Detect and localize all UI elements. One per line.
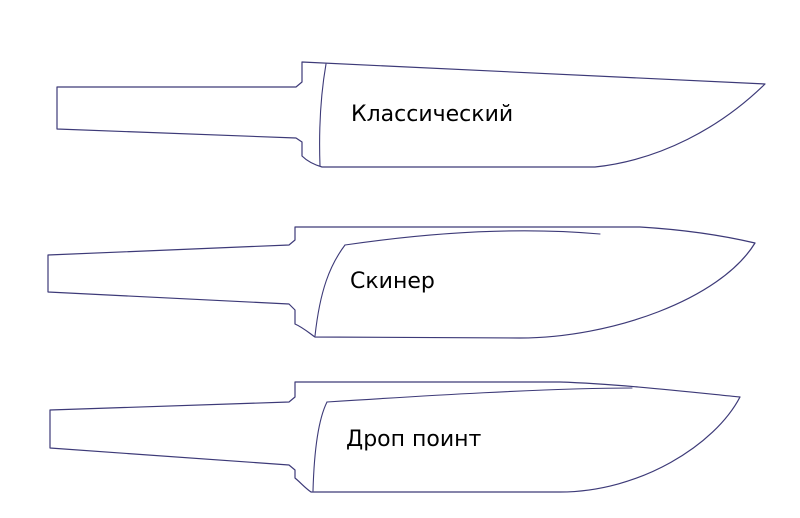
knife-skinner — [47, 226, 756, 339]
knife-classic — [56, 61, 766, 168]
knife-skinner-outline — [47, 226, 756, 339]
knife-skinner-spine-line — [344, 230, 601, 246]
knife-classic-bolster-line — [319, 63, 327, 167]
knife-drop-point-spine-line — [326, 387, 633, 403]
knife-skinner-label: Скинер — [350, 269, 435, 294]
knife-drop-point-label: Дроп поинт — [346, 427, 482, 452]
knife-drop-point — [49, 381, 741, 493]
knife-drop-point-outline — [49, 381, 741, 493]
knife-classic-outline — [56, 61, 766, 168]
knife-skinner-bolster-line — [314, 244, 346, 337]
knife-classic-label: Классический — [351, 102, 514, 127]
knife-drop-point-bolster-line — [312, 401, 328, 492]
